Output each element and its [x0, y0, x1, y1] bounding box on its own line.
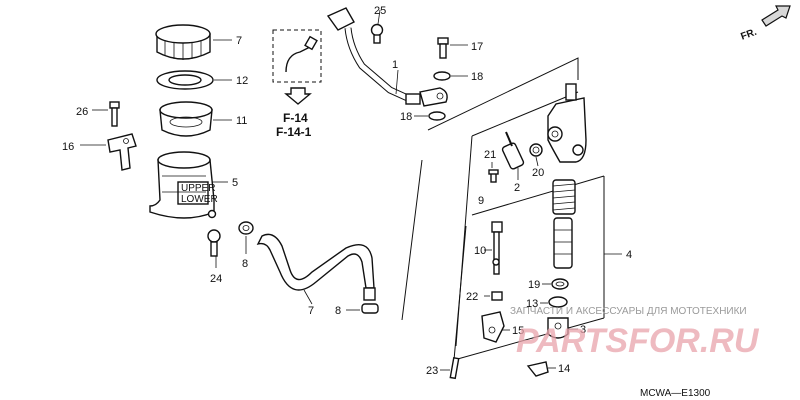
brake-hose: [326, 7, 448, 107]
direction-label: FR.: [739, 27, 758, 43]
o-ring-20: [529, 143, 543, 157]
callout-21: 21: [484, 149, 496, 161]
callout-24: 24: [210, 273, 222, 285]
watermark-caption: ЗАПЧАСТИ И АКСЕССУАРЫ ДЛЯ МОТОТЕХНИКИ: [510, 306, 747, 317]
bolt-26: [109, 101, 120, 127]
assembly-frame: [401, 57, 605, 361]
callout-10: 10: [474, 245, 486, 257]
callout-8-lower: 8: [335, 305, 341, 317]
reference-f14-1: F-14-1: [276, 125, 312, 139]
callout-18-lower: 18: [400, 111, 412, 123]
screw-21: [488, 169, 499, 183]
callout-16: 16: [62, 141, 74, 153]
callout-4: 4: [626, 249, 632, 261]
callout-12: 12: [236, 75, 248, 87]
reservoir-plate: [156, 70, 214, 90]
bolt-17: [437, 37, 449, 59]
callout-26: 26: [76, 106, 88, 118]
dust-boot: [548, 296, 568, 308]
reservoir-hose: [256, 233, 376, 301]
callout-14: 14: [558, 363, 570, 375]
callout-11: 11: [236, 115, 247, 127]
reference-f14: F-14: [283, 111, 308, 125]
reservoir-cap: [155, 24, 211, 60]
callout-20: 20: [532, 167, 544, 179]
callout-9: 9: [478, 195, 484, 207]
reservoir-tank: [149, 151, 217, 219]
joint-pin: [526, 361, 549, 377]
callout-19: 19: [528, 279, 540, 291]
rod-joint: [547, 317, 569, 339]
callout-7: 7: [236, 35, 242, 47]
callout-1: 1: [392, 59, 398, 71]
sealing-washer-upper: [433, 71, 451, 81]
sealing-washer-lower: [428, 111, 446, 121]
hose-clip-upper: [238, 221, 254, 235]
cotter-pin: [449, 356, 460, 380]
callout-5: 5: [232, 177, 238, 189]
watermark-brand: PARTSFOR.RU: [516, 322, 760, 360]
diagram-code: MCWA—E1300: [640, 388, 711, 399]
reference-inset: [272, 29, 322, 105]
callout-18-upper: 18: [471, 71, 483, 83]
callout-17: 17: [471, 41, 483, 53]
push-rod: [491, 221, 503, 275]
lower-mark: LOWER: [181, 194, 218, 205]
piston: [553, 217, 573, 269]
callout-2: 2: [514, 182, 520, 194]
banjo-bolt: [370, 23, 384, 44]
hose-joint: [501, 131, 525, 170]
circlip: [551, 278, 569, 290]
clevis-joint: [481, 311, 505, 343]
callout-23: 23: [426, 365, 438, 377]
reservoir-diaphragm: [159, 101, 213, 137]
hose-clip-lower: [361, 303, 379, 314]
upper-mark: UPPER: [181, 183, 215, 194]
callout-25: 25: [374, 5, 386, 17]
nut-22: [491, 291, 503, 301]
callout-3: 3: [580, 324, 586, 336]
front-arrow-icon: [761, 5, 791, 27]
callout-8-upper: 8: [242, 258, 248, 270]
callout-22: 22: [466, 291, 478, 303]
bolt-24: [207, 229, 221, 257]
reservoir-stay: [107, 133, 137, 171]
master-cylinder-body: [547, 83, 587, 163]
callout-13: 13: [526, 298, 538, 310]
callout-15: 15: [512, 325, 524, 337]
callout-6: 7: [308, 305, 314, 317]
piston-spring: [552, 179, 576, 215]
